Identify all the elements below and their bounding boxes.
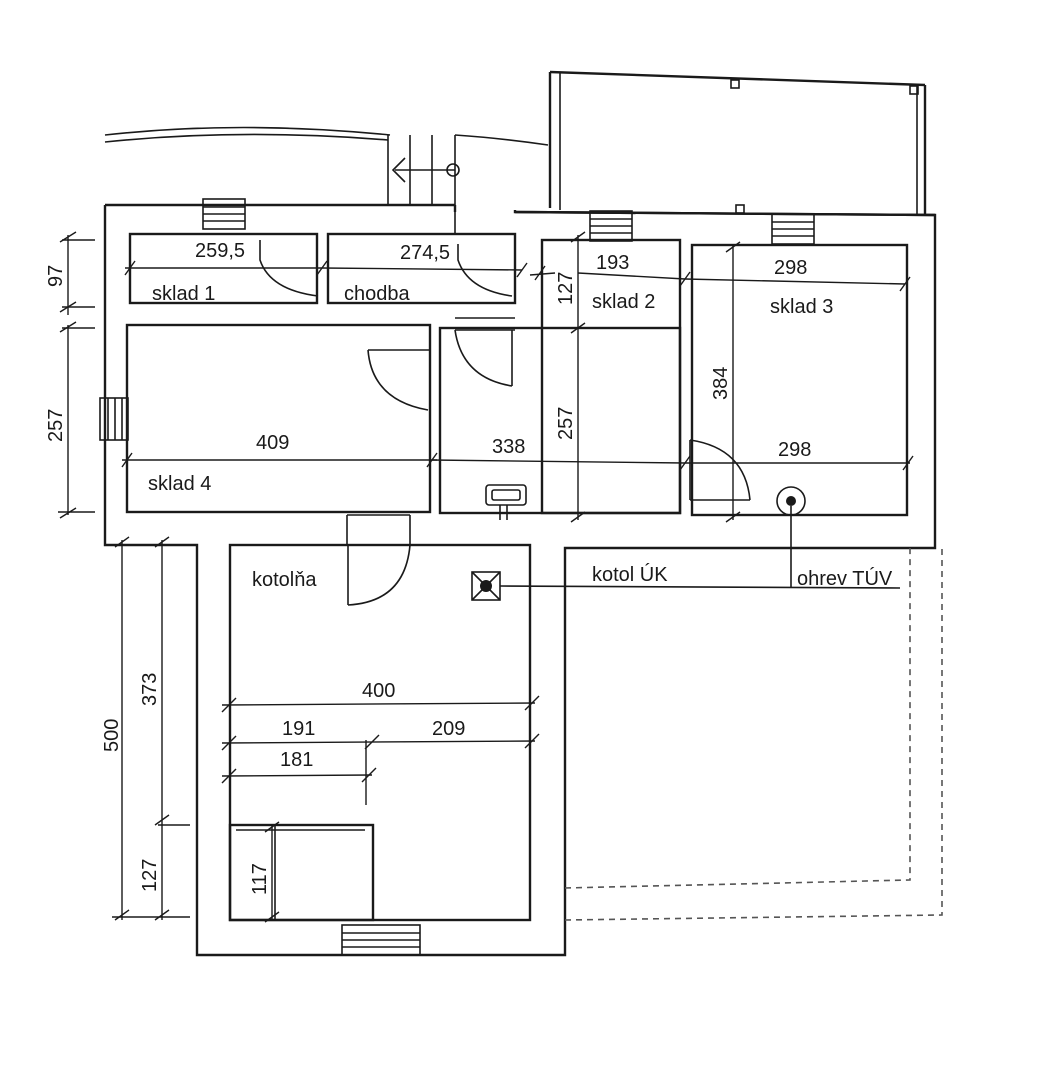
dim-niche-height: 117: [249, 863, 271, 895]
entrance-steps: [387, 135, 460, 205]
dim-sklad4-width: 409: [256, 432, 289, 454]
dim-sklad1-width: 259,5: [195, 240, 245, 262]
terrace-curve-inner: [104, 133, 389, 143]
dashed-annex: [564, 548, 943, 921]
dim-kotolna-width: 400: [362, 680, 395, 702]
dim-left-bottom-height: 127: [139, 859, 161, 892]
dim-sklad2-small-height: 127: [555, 272, 577, 305]
boiler-icon: [471, 571, 901, 601]
dim-middle-height: 257: [555, 407, 577, 440]
sink-icon: [485, 484, 527, 520]
dim-sklad3-lower-width: 298: [778, 439, 811, 461]
dim-sklad2-width: 193: [596, 252, 629, 274]
dim-sklad3-height: 384: [710, 367, 732, 400]
outer-walls: [103, 203, 937, 957]
label-kotolna: kotolňa: [252, 569, 317, 591]
dim-sklad3-width: 298: [774, 257, 807, 279]
label-sklad1: sklad 1: [152, 283, 215, 305]
label-sklad3: sklad 3: [770, 296, 833, 318]
room-middle: [438, 326, 682, 515]
dim-kotolna-split-a: 191: [282, 718, 315, 740]
kotolna-niche: [228, 823, 375, 922]
dim-left-mid-height: 257: [45, 409, 67, 442]
room-sklad3: [690, 243, 909, 517]
water-heater-icon: [776, 486, 806, 588]
doors: [259, 240, 751, 606]
bottom-window: [341, 924, 421, 956]
veranda-outline: [548, 70, 927, 215]
terrace-curve-outer-right: [454, 134, 549, 146]
dim-left-total-height: 500: [101, 719, 123, 752]
top-windows: [202, 198, 815, 245]
room-sklad4: [125, 323, 432, 514]
dim-kotolna-inner: 181: [280, 749, 313, 771]
terrace-curve-outer: [104, 126, 391, 136]
dim-chodba-width: 274,5: [400, 242, 450, 264]
dim-kotolna-split-b: 209: [432, 718, 465, 740]
dim-middle-width: 338: [492, 436, 525, 458]
label-sklad4: sklad 4: [148, 473, 211, 495]
label-water-heater: ohrev TÚV: [797, 567, 893, 590]
label-boiler: kotol ÚK: [592, 563, 668, 586]
dim-left-top-height: 97: [45, 265, 67, 287]
dim-left-kotolna-height: 373: [139, 673, 161, 706]
dimension-lines: [58, 231, 914, 923]
label-sklad2: sklad 2: [592, 291, 655, 313]
label-chodba: chodba: [344, 283, 410, 305]
